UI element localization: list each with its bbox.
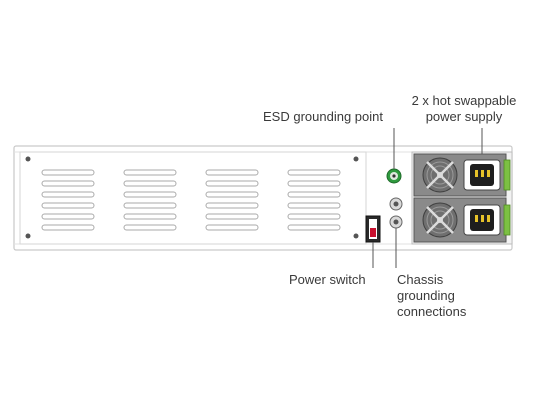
power-supply-label-line2: power supply [425, 109, 503, 124]
esd-grounding-label: ESD grounding point [263, 109, 383, 124]
chassis-grounding-label-line1: Chassis [397, 272, 444, 287]
power-socket-icon [463, 204, 501, 236]
chassis-grounding-label-line3: connections [397, 304, 467, 319]
power-supply-unit-1[interactable] [413, 153, 511, 197]
chassis-grounding-label-line2: grounding [397, 288, 455, 303]
chassis-grounding-label: Chassis grounding connections [397, 272, 466, 320]
leader-lines [372, 128, 483, 268]
screw-icon [25, 156, 359, 239]
vent-slots [41, 169, 341, 231]
power-supply-label-line1: 2 x hot swappable [411, 93, 517, 108]
power-supply-label: 2 x hot swappable power supply [396, 93, 532, 125]
grounding-stud-icon [389, 197, 403, 229]
power-switch-icon[interactable] [365, 215, 381, 243]
power-supply-unit-2[interactable] [413, 197, 511, 243]
power-socket-icon [463, 159, 501, 191]
power-switch-label: Power switch [289, 272, 366, 287]
fan-icon [422, 157, 458, 193]
esd-port-icon [386, 168, 402, 184]
fan-icon [422, 202, 458, 238]
